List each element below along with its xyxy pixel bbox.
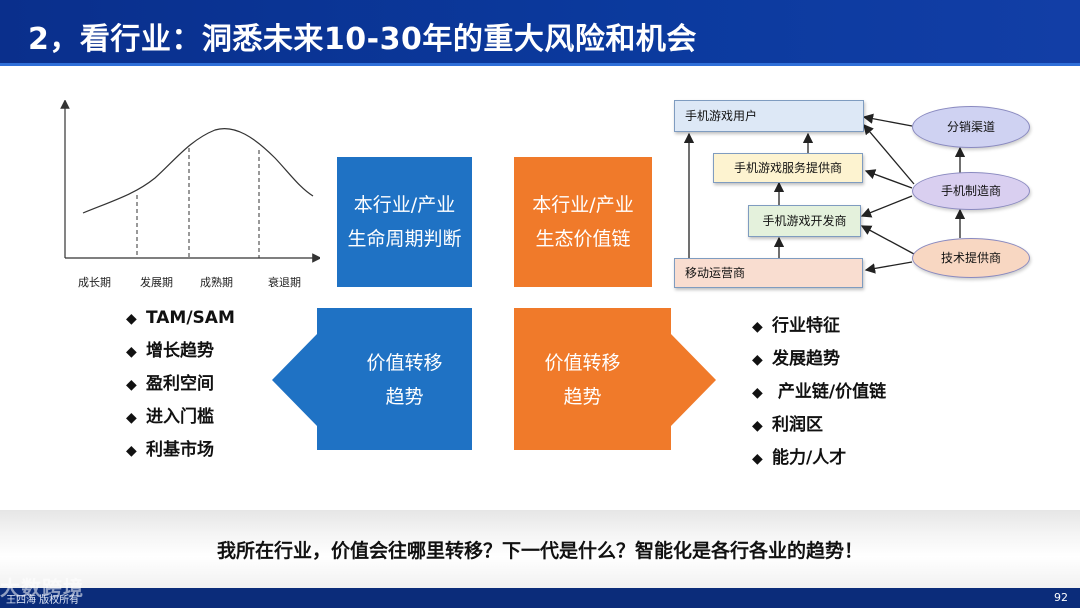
- value-shift-box-right: 价值转移 趋势: [514, 308, 671, 450]
- value-shift-box-left: 价值转移 趋势: [317, 308, 472, 450]
- diamond-bullet-icon: ◆: [126, 410, 137, 426]
- list-item: ◆利基市场: [126, 434, 235, 467]
- diamond-bullet-icon: ◆: [126, 377, 137, 393]
- list-item: ◆增长趋势: [126, 335, 235, 368]
- node-game-users: 手机游戏用户: [674, 100, 864, 132]
- industry-analysis-list: ◆行业特征 ◆发展趋势 ◆ 产业链/价值链 ◆利润区 ◆能力/人才: [752, 310, 886, 475]
- diamond-bullet-icon: ◆: [752, 418, 763, 434]
- industry-metrics-list: ◆TAM/SAM ◆增长趋势 ◆盈利空间 ◆进入门槛 ◆利基市场: [126, 302, 235, 467]
- node-mobile-operator: 移动运营商: [674, 258, 863, 288]
- diamond-bullet-icon: ◆: [752, 385, 763, 401]
- node-distribution-channel: 分销渠道: [912, 106, 1030, 148]
- diamond-bullet-icon: ◆: [752, 319, 763, 335]
- copyright-text: 王四海 版权所有: [6, 595, 80, 606]
- list-item: ◆ 产业链/价值链: [752, 376, 886, 409]
- diamond-bullet-icon: ◆: [752, 451, 763, 467]
- list-item: ◆行业特征: [752, 310, 886, 343]
- node-tech-provider: 技术提供商: [912, 238, 1030, 278]
- lifecycle-judgment-box: 本行业/产业 生命周期判断: [337, 157, 472, 287]
- diamond-bullet-icon: ◆: [752, 352, 763, 368]
- lifecycle-curve-chart: [60, 100, 320, 263]
- watermark: 大数跨境: [0, 576, 84, 600]
- phase-label-development: 发展期: [140, 276, 173, 289]
- node-game-developer: 手机游戏开发商: [748, 205, 861, 237]
- diamond-bullet-icon: ◆: [126, 311, 137, 327]
- slide-title: 2，看行业：洞悉未来10-30年的重大风险和机会: [28, 22, 697, 57]
- node-phone-manufacturer: 手机制造商: [912, 172, 1030, 210]
- list-item: ◆利润区: [752, 409, 886, 442]
- list-item: ◆盈利空间: [126, 368, 235, 401]
- list-item: ◆TAM/SAM: [126, 302, 235, 335]
- list-item: ◆能力/人才: [752, 442, 886, 475]
- diamond-bullet-icon: ◆: [126, 344, 137, 360]
- node-service-provider: 手机游戏服务提供商: [713, 153, 863, 183]
- title-bar: [0, 0, 1080, 66]
- phase-label-decline: 衰退期: [268, 276, 301, 289]
- lifecycle-curve: [82, 128, 314, 214]
- diamond-bullet-icon: ◆: [126, 443, 137, 459]
- phase-label-maturity: 成熟期: [200, 276, 233, 289]
- list-item: ◆进入门槛: [126, 401, 235, 434]
- list-item: ◆发展趋势: [752, 343, 886, 376]
- page-number: 92: [1054, 591, 1068, 604]
- key-question: 我所在行业，价值会往哪里转移？下一代是什么？智能化是各行各业的趋势！: [216, 540, 863, 562]
- value-chain-box: 本行业/产业 生态价值链: [514, 157, 652, 287]
- footer-bar: [0, 588, 1080, 608]
- phase-label-growth: 成长期: [78, 276, 111, 289]
- question-band: [0, 510, 1080, 588]
